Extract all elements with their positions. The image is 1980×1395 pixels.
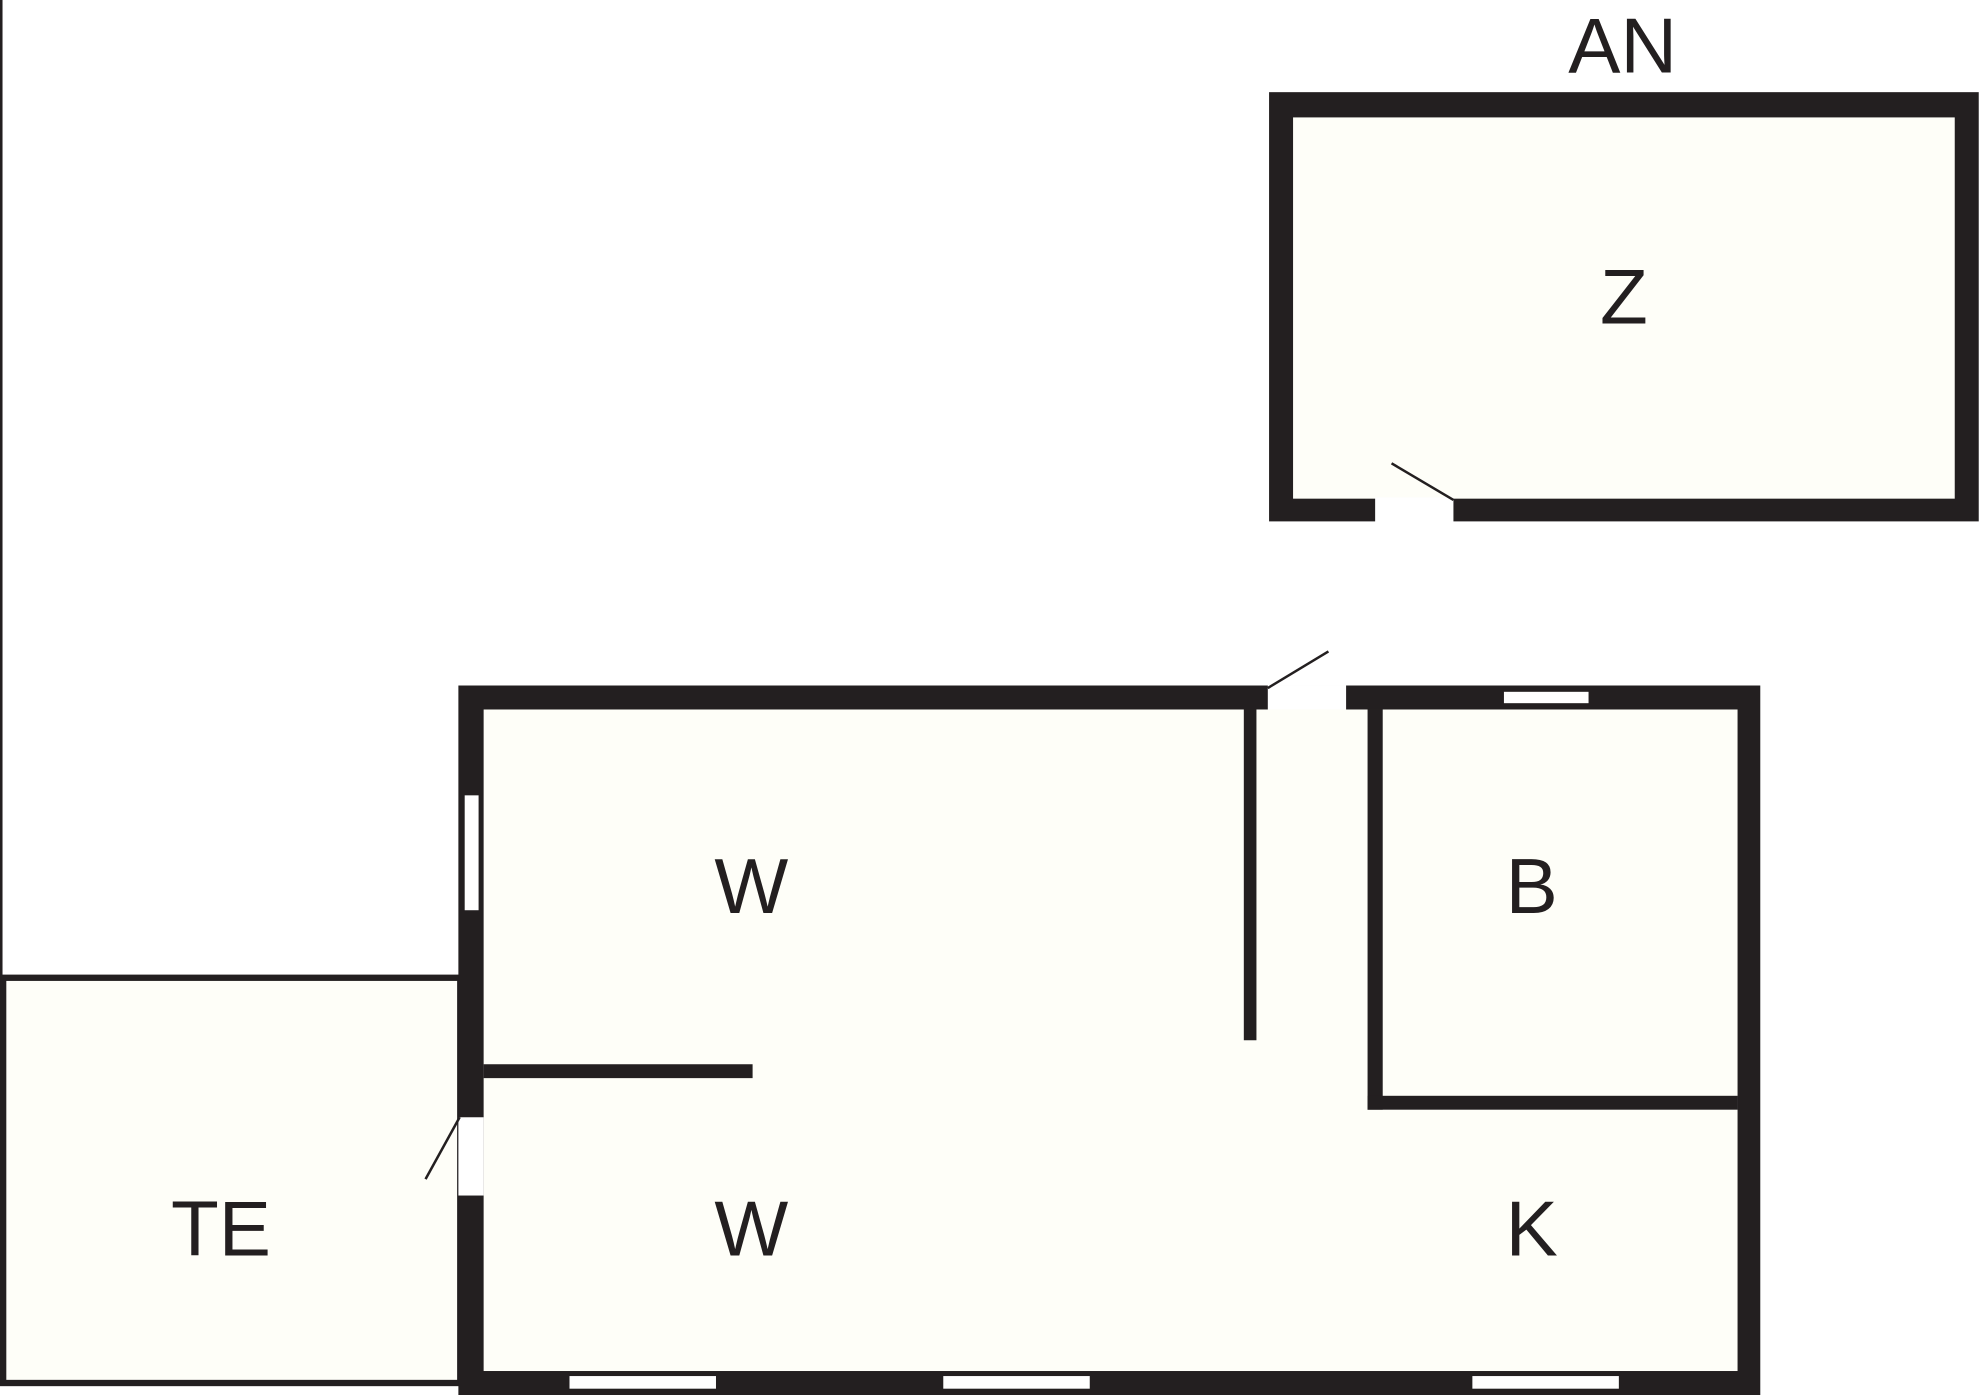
interior-wall — [483, 1064, 753, 1079]
terrace-area — [0, 974, 464, 1387]
entrance-door-opening — [1267, 685, 1347, 710]
room-label-w-upper: W — [714, 842, 788, 930]
terrace-door-swing — [424, 1116, 461, 1180]
window — [569, 1376, 716, 1389]
annex-floor — [1293, 117, 1955, 499]
main-floor — [483, 709, 1738, 1372]
room-label-k: K — [1506, 1184, 1558, 1272]
interior-wall — [1367, 709, 1383, 1110]
terrace-door-opening — [458, 1117, 484, 1196]
interior-wall — [1243, 709, 1257, 1041]
interior-wall — [1367, 1095, 1738, 1110]
boundary-line — [0, 0, 3, 979]
window — [1503, 691, 1589, 704]
room-label-b: B — [1506, 842, 1558, 930]
annex-building — [1269, 92, 1979, 523]
annex-label: AN — [1568, 1, 1677, 89]
window — [943, 1376, 1090, 1389]
window — [464, 795, 479, 911]
main-building — [424, 650, 1761, 1395]
room-label-z: Z — [1600, 253, 1648, 341]
terrace — [0, 974, 464, 1387]
annex-door-opening — [1375, 497, 1454, 523]
annex-door-swing — [1390, 462, 1455, 502]
window — [1472, 1376, 1619, 1389]
room-label-w-lower: W — [714, 1184, 788, 1272]
entrance-door-swing — [1267, 650, 1330, 690]
terrace-label: TE — [171, 1184, 271, 1272]
